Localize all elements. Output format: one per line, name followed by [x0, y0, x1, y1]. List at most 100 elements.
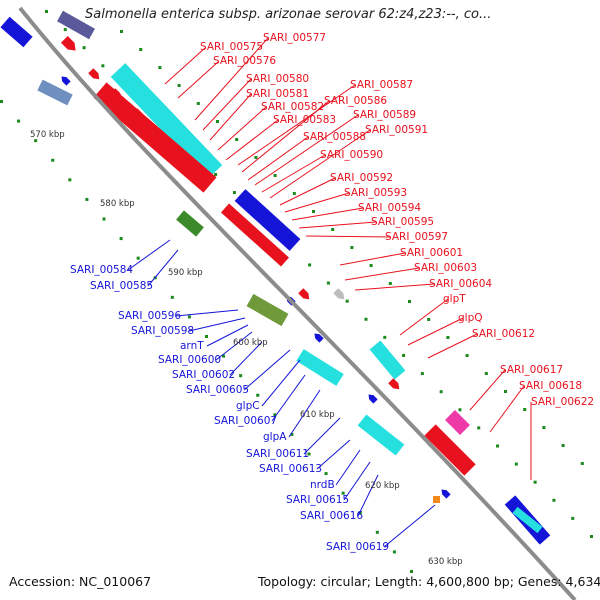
tick-dot	[504, 390, 507, 393]
gene-label-sari_00600: SARI_00600	[158, 354, 221, 366]
tick-dot	[158, 66, 162, 69]
leader-line	[177, 61, 219, 99]
leader-line	[303, 417, 341, 455]
tick-dot	[324, 472, 328, 476]
gene-label-sari_00585: SARI_00585	[90, 280, 153, 292]
tick-dot	[119, 237, 123, 241]
tick-dot	[383, 335, 387, 339]
leader-line	[354, 283, 435, 291]
gene-label-sari_00592: SARI_00592	[330, 172, 393, 184]
reverse-gene-arrow	[441, 489, 451, 499]
leader-line	[316, 439, 351, 470]
gene-label-glpc: glpC	[236, 400, 260, 412]
organism-title: Salmonella enterica subsp. arizonae sero…	[85, 7, 492, 22]
tick-dot	[571, 516, 575, 520]
tick-dot	[484, 372, 488, 375]
tick-dot	[446, 336, 450, 339]
gene-label-sari_00580: SARI_00580	[246, 73, 309, 85]
tick-dot	[187, 315, 191, 319]
reverse-feature-cyan	[357, 414, 405, 456]
leader-line	[237, 84, 356, 166]
reverse-feature-orange	[433, 496, 440, 503]
leader-line	[339, 252, 406, 266]
leader-line	[217, 106, 267, 151]
tick-dot	[222, 354, 226, 358]
tick-dot	[82, 46, 86, 50]
tick-dot	[51, 158, 55, 162]
gene-label-sari_00577: SARI_00577	[263, 32, 326, 44]
tick-dot	[533, 480, 537, 484]
leader-line	[206, 324, 249, 347]
leader-line	[271, 374, 306, 422]
leader-line	[261, 359, 301, 407]
gene-label-sari_00576: SARI_00576	[213, 55, 276, 67]
gene-label-sari_00587: SARI_00587	[350, 79, 413, 91]
gene-label-sari_00619: SARI_00619	[326, 541, 389, 553]
leader-line	[357, 474, 379, 517]
tick-dot	[196, 102, 200, 105]
forward-feature-block	[93, 82, 217, 193]
gene-label-sari_00588: SARI_00588	[303, 131, 366, 143]
leader-line	[209, 93, 252, 141]
leader-line	[399, 298, 449, 336]
gene-label-arnt: arnT	[180, 340, 204, 352]
tick-dot	[273, 413, 277, 417]
gene-label-nrdb: nrdB	[310, 479, 335, 491]
gene-label-sari_00601: SARI_00601	[400, 247, 463, 259]
tick-dot	[590, 535, 593, 538]
tick-dot	[239, 374, 243, 378]
tick-dot	[458, 408, 462, 412]
tick-dot	[341, 491, 345, 495]
tick-dot	[552, 498, 556, 502]
kbp-tick-label: 630 kbp	[428, 557, 463, 567]
tick-dot	[308, 263, 312, 267]
gene-label-glpq: glpQ	[458, 312, 483, 324]
leader-line	[344, 267, 420, 281]
tick-dot	[235, 138, 239, 141]
forward-feature-magenta	[445, 410, 470, 435]
tick-dot	[345, 299, 349, 303]
tick-dot	[102, 217, 106, 221]
forward-gene-arrow	[60, 35, 76, 51]
leader-line	[469, 369, 506, 411]
forward-gene-arrow	[88, 68, 100, 80]
tick-dot	[290, 432, 294, 436]
tick-dot	[139, 48, 143, 51]
gene-label-sari_00612: SARI_00612	[472, 328, 535, 340]
leader-line	[284, 192, 350, 213]
gene-label-sari_00596: SARI_00596	[118, 310, 181, 322]
gene-label-sari_00604: SARI_00604	[429, 278, 492, 290]
tick-dot	[420, 372, 424, 376]
gene-label-sari_00622: SARI_00622	[531, 396, 594, 408]
forward-gene-arrow	[333, 288, 345, 300]
gene-label-sari_00594: SARI_00594	[358, 202, 421, 214]
leader-line	[147, 249, 179, 287]
gene-label-sari_00583: SARI_00583	[273, 114, 336, 126]
leader-line	[202, 78, 252, 131]
tick-dot	[34, 139, 38, 143]
reverse-feature-cyan	[296, 349, 344, 386]
kbp-tick-label: 600 kbp	[233, 338, 268, 348]
tick-dot	[350, 246, 354, 249]
gene-label-sari_00613: SARI_00613	[259, 463, 322, 475]
tick-dot	[63, 28, 67, 32]
gene-label-sari_00595: SARI_00595	[371, 216, 434, 228]
leader-line	[247, 136, 309, 181]
leader-line	[261, 154, 326, 193]
reverse-feature-block	[0, 16, 33, 48]
tick-dot	[375, 530, 379, 534]
leader-line	[279, 177, 336, 206]
tick-dot	[523, 408, 527, 411]
tick-dot	[0, 100, 3, 103]
gene-labels: SARI_00575SARI_00576SARI_00577SARI_00580…	[70, 32, 594, 553]
tick-dot	[496, 444, 500, 448]
tick-dot	[369, 264, 373, 267]
tick-dot	[326, 281, 330, 285]
forward-feature-cyan	[512, 506, 543, 534]
tick-dot	[477, 426, 481, 430]
tick-dot	[580, 462, 584, 465]
reverse-feature-green	[246, 293, 289, 327]
leader-line	[194, 37, 269, 121]
